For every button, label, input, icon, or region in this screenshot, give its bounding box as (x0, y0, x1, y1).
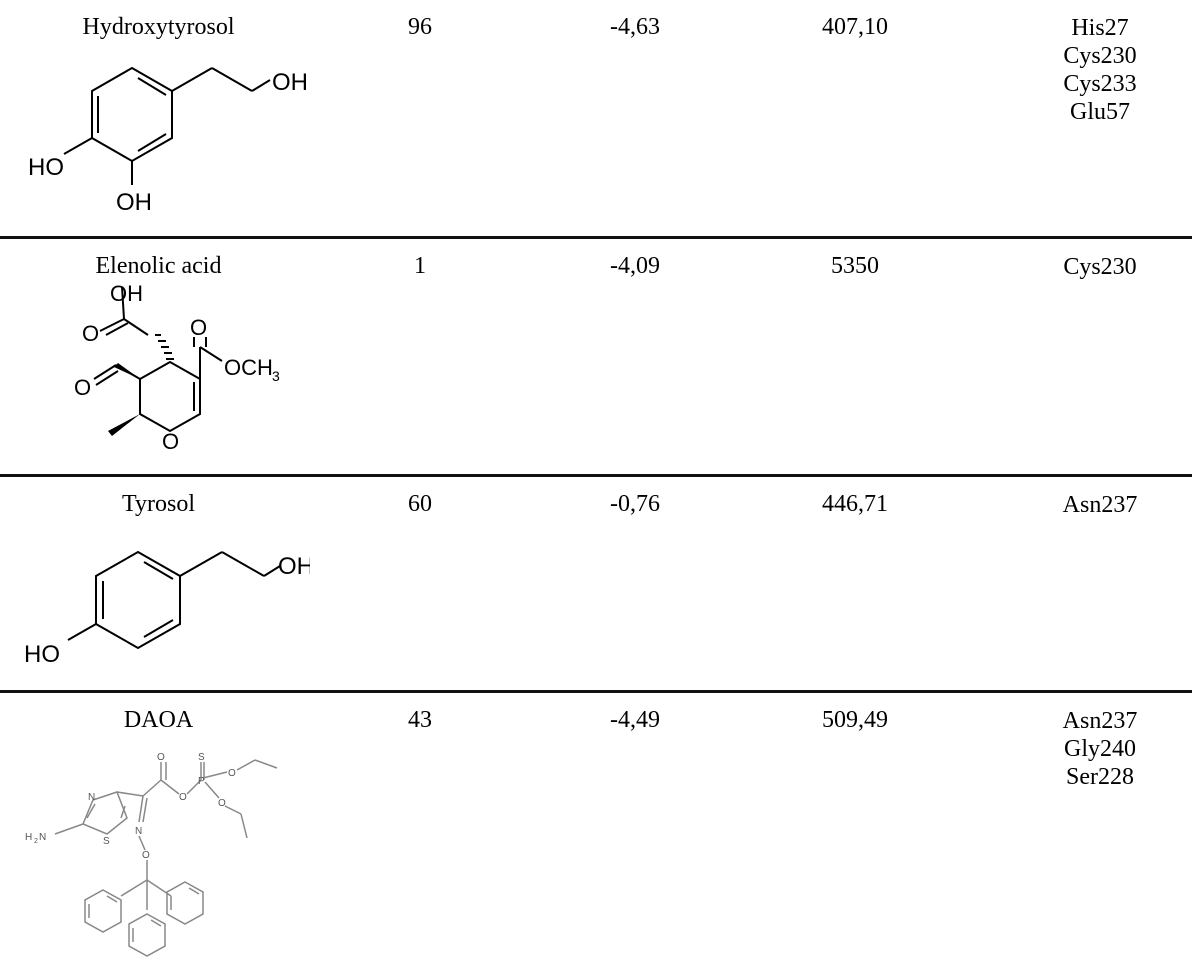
structure-label: HO (24, 641, 60, 668)
value-cell: -0,76 (610, 491, 660, 517)
value-cell: -4,09 (610, 253, 660, 279)
hydroxytyrosol-structure: OH HO OH (28, 66, 308, 216)
compound-name: Elenolic acid (95, 253, 222, 279)
compound-name: Tyrosol (122, 491, 195, 517)
structure-label: N (88, 792, 95, 803)
structure-label: HO (28, 154, 64, 181)
residue: Cys230 (1063, 43, 1137, 69)
structure-label: O (162, 429, 179, 454)
structure-label: O (228, 768, 236, 779)
value-cell: 96 (408, 14, 432, 40)
value-cell: 509,49 (822, 707, 888, 733)
structure-label: OH (278, 553, 310, 580)
structure-label: H (25, 832, 32, 843)
table-row: DAOA 43 -4,49 509,49 Asn237 Gly240 Ser22… (0, 693, 1192, 972)
structure-label: S (198, 752, 205, 763)
structure-label: OCH (224, 355, 273, 380)
structure-label: OH (116, 189, 152, 216)
residue: Cys230 (1063, 254, 1137, 280)
value-cell: -4,49 (610, 707, 660, 733)
residue-list: His27 Cys230 Cys233 Glu57 (1030, 14, 1170, 126)
compound-name: Hydroxytyrosol (82, 14, 235, 40)
residue-list: Asn237 Gly240 Ser228 (1030, 707, 1170, 791)
elenolic-acid-structure: OH O O O OCH 3 O (74, 281, 280, 454)
structure-label: O (218, 798, 226, 809)
daoa-structure: O S P O O O N H 2 N S N O (25, 752, 278, 957)
table-row: Hydroxytyrosol 96 -4,63 407,10 His27 Cys… (0, 0, 1192, 236)
structure-label: 2 (34, 838, 38, 845)
residue: Asn237 (1062, 708, 1138, 734)
structure-label: S (103, 836, 110, 847)
value-cell: 43 (408, 707, 432, 733)
value-cell: 1 (414, 253, 426, 279)
residue: Gly240 (1064, 736, 1136, 762)
structure-label: O (157, 752, 165, 763)
compound-name: DAOA (123, 707, 194, 733)
residue: Asn237 (1062, 492, 1138, 518)
residue-list: Cys230 (1030, 253, 1170, 281)
structure-label: OH (272, 69, 308, 96)
structure-label: O (179, 792, 187, 803)
row-divider (0, 236, 1192, 239)
residue-list: Asn237 (1030, 491, 1170, 519)
table-row: Tyrosol 60 -0,76 446,71 Asn237 OH HO (0, 477, 1192, 691)
structure-label: O (190, 315, 207, 340)
structure-label: N (135, 826, 142, 837)
row-divider (0, 690, 1192, 693)
structure-label: O (142, 850, 150, 861)
tyrosol-structure: OH HO (24, 550, 310, 668)
value-cell: 5350 (831, 253, 879, 279)
structure-label: O (74, 375, 91, 400)
table-row: Elenolic acid 1 -4,09 5350 Cys230 (0, 239, 1192, 475)
value-cell: 446,71 (822, 491, 888, 517)
structure-label: O (82, 321, 99, 346)
residue: Cys233 (1063, 71, 1137, 97)
residue: His27 (1071, 15, 1129, 41)
residue: Glu57 (1070, 99, 1130, 125)
row-divider (0, 474, 1192, 477)
value-cell: -4,63 (610, 14, 660, 40)
structure-label: N (39, 832, 46, 843)
value-cell: 60 (408, 491, 432, 517)
structure-label: P (198, 776, 205, 787)
structure-label: 3 (272, 368, 280, 384)
structure-label: OH (110, 281, 143, 306)
value-cell: 407,10 (822, 14, 888, 40)
residue: Ser228 (1066, 764, 1134, 790)
